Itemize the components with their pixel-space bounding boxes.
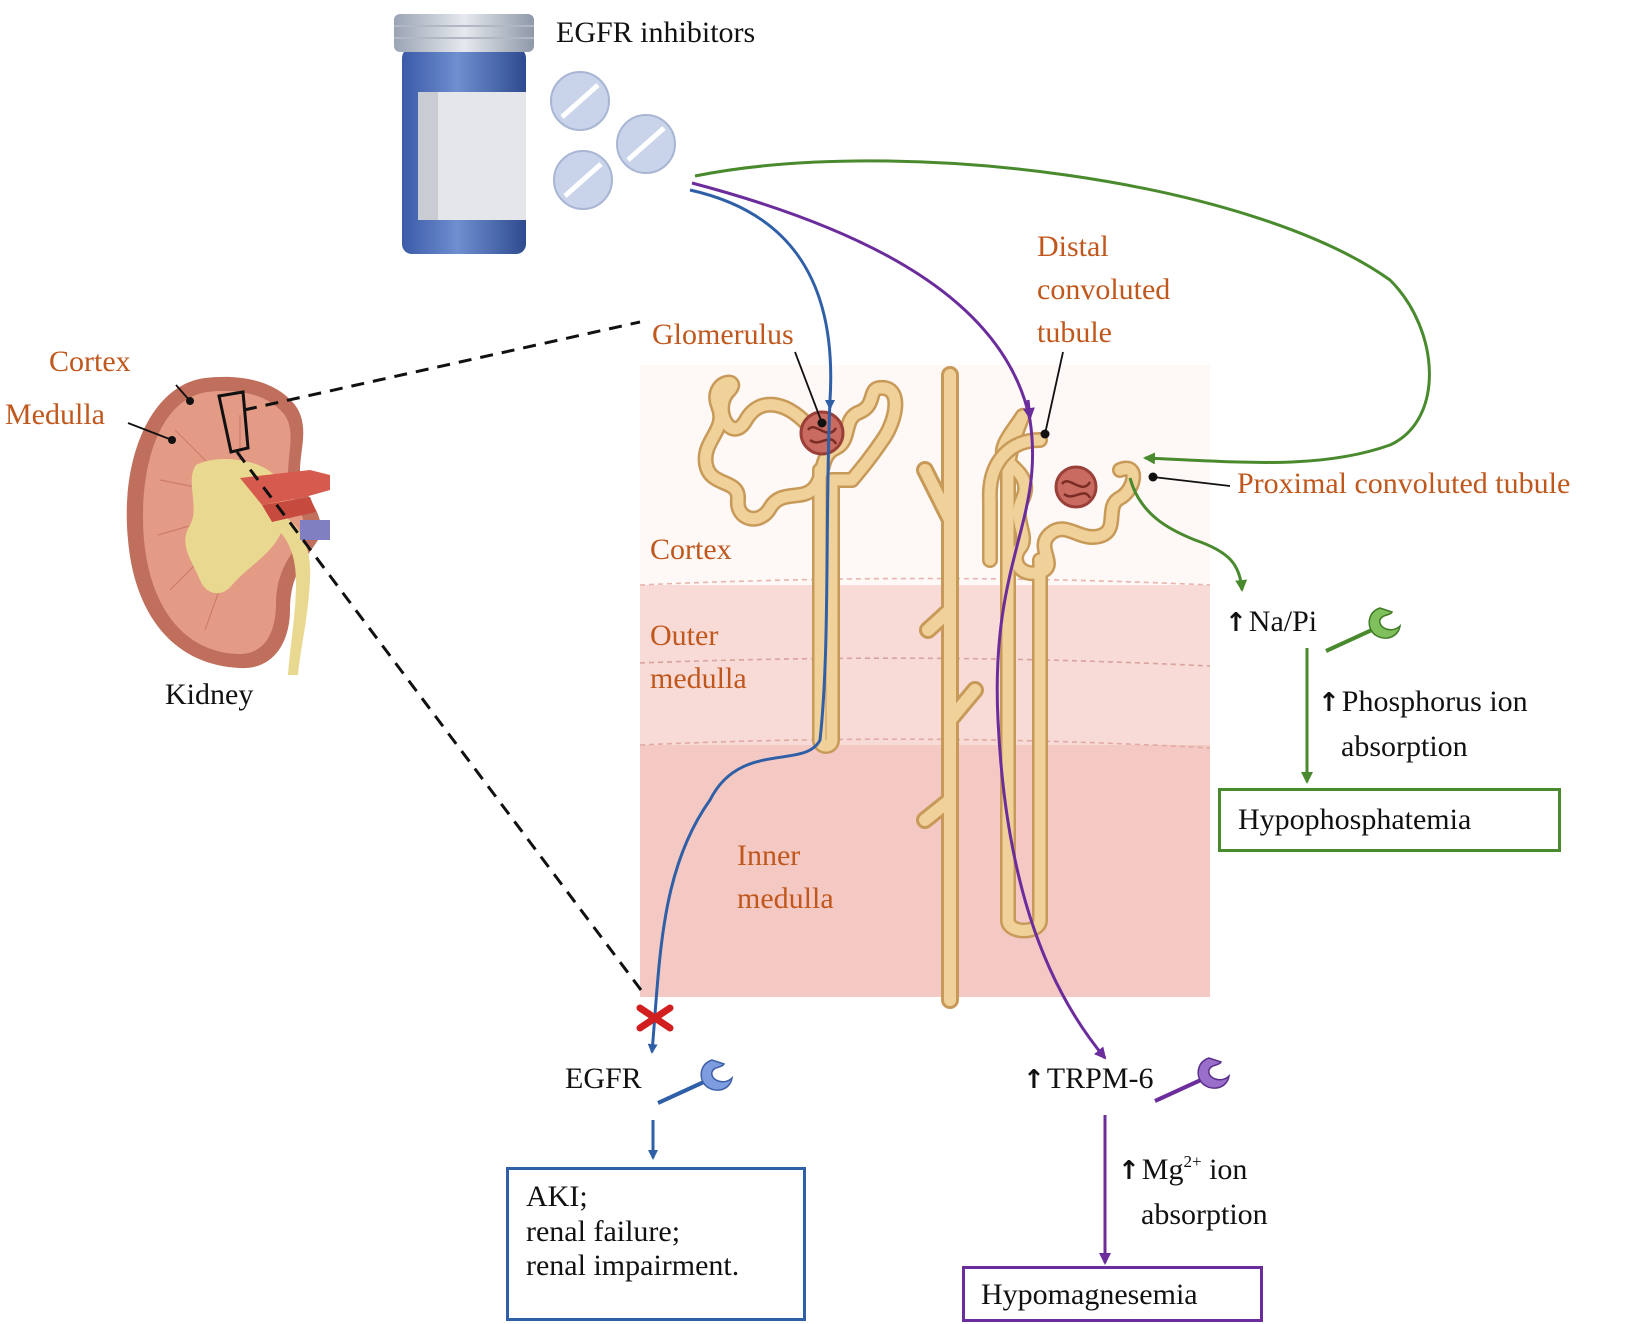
zone-outer-medulla-label: Outer medulla [650, 619, 747, 695]
kidney-illustration [126, 376, 330, 675]
up-arrow-icon: ↑ [1118, 1156, 1140, 1186]
egfr-pathway-arrow [647, 188, 833, 1054]
zoom-line-bottom [235, 451, 643, 991]
drug-label: EGFR inhibitors [556, 16, 756, 49]
napi-pathway-arrow [694, 159, 1431, 465]
zone-inner-medulla-label: Inner medulla [737, 839, 834, 915]
kidney-medulla-label: Medulla [5, 398, 105, 431]
inhibition-cross-icon [636, 1004, 674, 1032]
tablet-icon [550, 71, 676, 210]
hypomagnesemia-label: Hypomagnesemia [981, 1278, 1198, 1311]
trpm6-pathway-arrow [691, 181, 1107, 1060]
nephron-right [981, 407, 1142, 939]
napi-receptor-label: ↑Na/Pi [1225, 605, 1318, 638]
trpm6-receptor-label: ↑TRPM-6 [1023, 1062, 1154, 1095]
pct-label: Proximal convoluted tubule [1237, 467, 1571, 500]
glomerulus-label: Glomerulus [652, 318, 794, 351]
zoom-line-top [243, 320, 641, 412]
hypophosphatemia-box: Hypophosphatemia [1218, 788, 1561, 852]
receptor-icon [1325, 607, 1402, 653]
up-arrow-icon: ↑ [1225, 608, 1247, 638]
receptor-icon [1154, 1057, 1231, 1103]
aki-outcome-box: AKI; renal failure; renal impairment. [506, 1167, 806, 1321]
kidney-cortex-label: Cortex [49, 345, 131, 378]
collecting-duct [916, 366, 984, 1009]
medulla-zones [639, 365, 1211, 997]
mg-absorption-label: ↑Mg2+ ion absorption [1118, 1152, 1268, 1231]
kidney-label: Kidney [165, 678, 254, 711]
up-arrow-icon: ↑ [1318, 688, 1340, 718]
pill-bottle-icon [394, 14, 534, 254]
glomerulus-icon [799, 410, 1098, 509]
up-arrow-icon: ↑ [1023, 1065, 1045, 1095]
nephron-left [697, 374, 904, 754]
receptor-icon [657, 1059, 734, 1105]
zone-cortex-label: Cortex [650, 533, 732, 566]
egfr-receptor-label: EGFR [565, 1062, 642, 1095]
phosphorus-absorption-label: ↑Phosphorus ion absorption [1318, 680, 1528, 768]
dct-label: Distal convoluted tubule [1037, 230, 1171, 349]
hypophosphatemia-label: Hypophosphatemia [1238, 803, 1472, 836]
hypomagnesemia-box: Hypomagnesemia [962, 1266, 1263, 1322]
